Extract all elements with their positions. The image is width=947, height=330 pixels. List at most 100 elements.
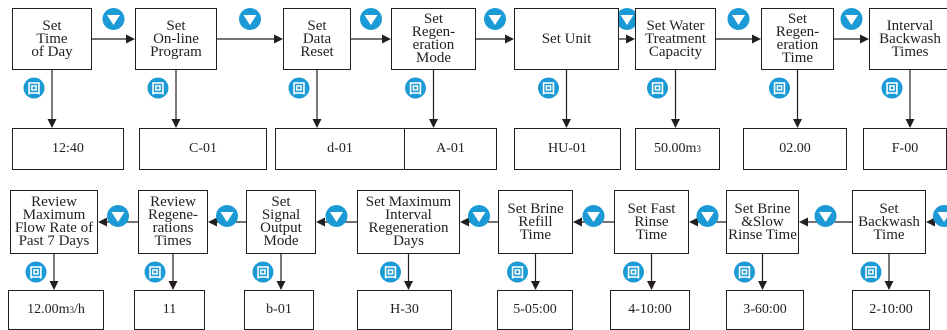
value-text: 2-10:00 xyxy=(869,302,913,317)
triangle-down-icon[interactable] xyxy=(484,8,506,30)
value-online-program: C-01 xyxy=(139,128,267,170)
step-label: Set Brine Refill Time xyxy=(507,200,564,243)
step-label: Set Unit xyxy=(541,30,592,47)
arrow-left xyxy=(799,217,808,227)
svg-text:回: 回 xyxy=(292,82,305,97)
value-text: A-01 xyxy=(436,141,465,156)
triangle-down-icon[interactable] xyxy=(468,205,490,227)
triangle-down-icon[interactable] xyxy=(727,8,750,30)
step-data-reset[interactable]: Set Data Reset xyxy=(283,8,351,70)
arrow-down xyxy=(671,119,680,128)
step-label: Set Regen- eration Mode xyxy=(411,11,456,66)
value-text: 02.00 xyxy=(779,141,811,156)
arrow-down xyxy=(49,281,59,290)
svg-text:回: 回 xyxy=(773,82,786,97)
step-label: Review Maximum Flow Rate of Past 7 Days xyxy=(14,194,94,249)
arrow-down xyxy=(758,281,767,290)
arrow-down xyxy=(562,119,571,128)
triangle-down-icon[interactable] xyxy=(933,205,947,227)
value-unit: HU-01 xyxy=(514,128,621,170)
step-label: Set Data Reset xyxy=(300,17,334,60)
value-data-reset: d-01 xyxy=(275,128,405,170)
svg-text:回: 回 xyxy=(885,82,898,97)
step-unit[interactable]: Set Unit xyxy=(514,8,619,70)
step-regen-time[interactable]: Set Regen- eration Time xyxy=(761,8,834,70)
arrow-down xyxy=(47,119,57,128)
value-text: C-01 xyxy=(189,141,217,156)
step-online-program[interactable]: Set On-line Program xyxy=(135,8,217,70)
step-max-interval-days[interactable]: Set Maximum Interval Regeneration Days xyxy=(357,190,460,254)
svg-text:回: 回 xyxy=(256,266,269,281)
arrow-right xyxy=(626,34,635,44)
step-max-flow-7days[interactable]: Review Maximum Flow Rate of Past 7 Days xyxy=(10,190,98,254)
svg-text:回: 回 xyxy=(27,82,40,97)
step-signal-output[interactable]: Set Signal Output Mode xyxy=(246,190,316,254)
svg-text:回: 回 xyxy=(384,266,397,281)
svg-text:回: 回 xyxy=(738,266,751,281)
enter-icon[interactable]: 回 xyxy=(734,261,755,283)
arrow-right xyxy=(274,34,283,44)
step-water-capacity[interactable]: Set Water Treatment Capacity xyxy=(635,8,716,70)
enter-icon[interactable]: 回 xyxy=(380,261,401,283)
triangle-down-icon[interactable] xyxy=(239,8,261,30)
step-time-of-day[interactable]: Set Time of Day xyxy=(12,8,92,70)
step-regen-mode[interactable]: Set Regen- eration Mode xyxy=(391,8,476,70)
step-backwash-time[interactable]: Set Backwash Time xyxy=(852,190,926,254)
enter-icon[interactable]: 回 xyxy=(647,77,668,99)
step-brine-refill[interactable]: Set Brine Refill Time xyxy=(498,190,573,254)
step-fast-rinse[interactable]: Set Fast Rinse Time xyxy=(614,190,689,254)
triangle-down-icon[interactable] xyxy=(216,205,238,227)
triangle-down-icon[interactable] xyxy=(582,205,605,227)
enter-icon[interactable]: 回 xyxy=(144,261,166,283)
arrow-down xyxy=(793,119,802,128)
arrow-left xyxy=(573,217,582,227)
enter-icon[interactable]: 回 xyxy=(538,77,559,99)
enter-icon[interactable]: 回 xyxy=(25,261,47,283)
triangle-down-icon[interactable] xyxy=(360,8,382,30)
triangle-down-icon[interactable] xyxy=(814,205,837,227)
value-suffix: /h xyxy=(74,302,85,317)
value-brine-slow-rinse: 3-60:00 xyxy=(726,290,804,330)
step-brine-slow-rinse[interactable]: Set Brine &Slow Rinse Time xyxy=(726,190,799,254)
triangle-down-icon[interactable] xyxy=(102,8,125,30)
value-review-regen-times: 11 xyxy=(134,290,205,330)
arrow-left xyxy=(316,217,325,227)
enter-icon[interactable]: 回 xyxy=(860,261,882,283)
arrow-left xyxy=(689,217,698,227)
enter-icon[interactable]: 回 xyxy=(769,77,790,99)
value-text: H-30 xyxy=(390,302,419,317)
arrow-down xyxy=(647,281,656,290)
value-text: HU-01 xyxy=(548,141,587,156)
arrow-down xyxy=(884,281,894,290)
enter-icon[interactable]: 回 xyxy=(288,77,310,99)
triangle-down-icon[interactable] xyxy=(840,8,863,30)
arrow-left xyxy=(208,217,217,227)
enter-icon[interactable]: 回 xyxy=(147,77,169,99)
value-brine-refill: 5-05:00 xyxy=(497,290,573,330)
value-text: 4-10:00 xyxy=(628,302,672,317)
enter-icon[interactable]: 回 xyxy=(507,261,528,283)
enter-icon[interactable]: 回 xyxy=(623,261,644,283)
triangle-down-icon[interactable] xyxy=(616,8,638,30)
arrow-down xyxy=(276,281,286,290)
enter-icon[interactable]: 回 xyxy=(881,77,903,99)
value-backwash-time: 2-10:00 xyxy=(852,290,930,330)
step-label: Set On-line Program xyxy=(150,17,202,60)
triangle-down-icon[interactable] xyxy=(325,205,348,227)
arrow-right xyxy=(505,34,514,44)
arrow-down xyxy=(312,119,322,128)
enter-icon[interactable]: 回 xyxy=(252,261,274,283)
enter-icon[interactable]: 回 xyxy=(23,77,45,99)
step-review-regen-times[interactable]: Review Regene- rations Times xyxy=(138,190,208,254)
value-text: 12:40 xyxy=(52,141,84,156)
step-interval-backwash[interactable]: Interval Backwash Times xyxy=(869,8,947,70)
value-regen-time: 02.00 xyxy=(743,128,847,170)
enter-icon[interactable]: 回 xyxy=(405,77,426,99)
step-label: Set Time of Day xyxy=(31,17,73,60)
svg-text:回: 回 xyxy=(864,266,877,281)
triangle-down-icon[interactable] xyxy=(696,205,719,227)
value-text: 50.00m xyxy=(654,141,697,156)
triangle-down-icon[interactable] xyxy=(107,205,129,227)
value-superscript: 3 xyxy=(696,144,701,154)
